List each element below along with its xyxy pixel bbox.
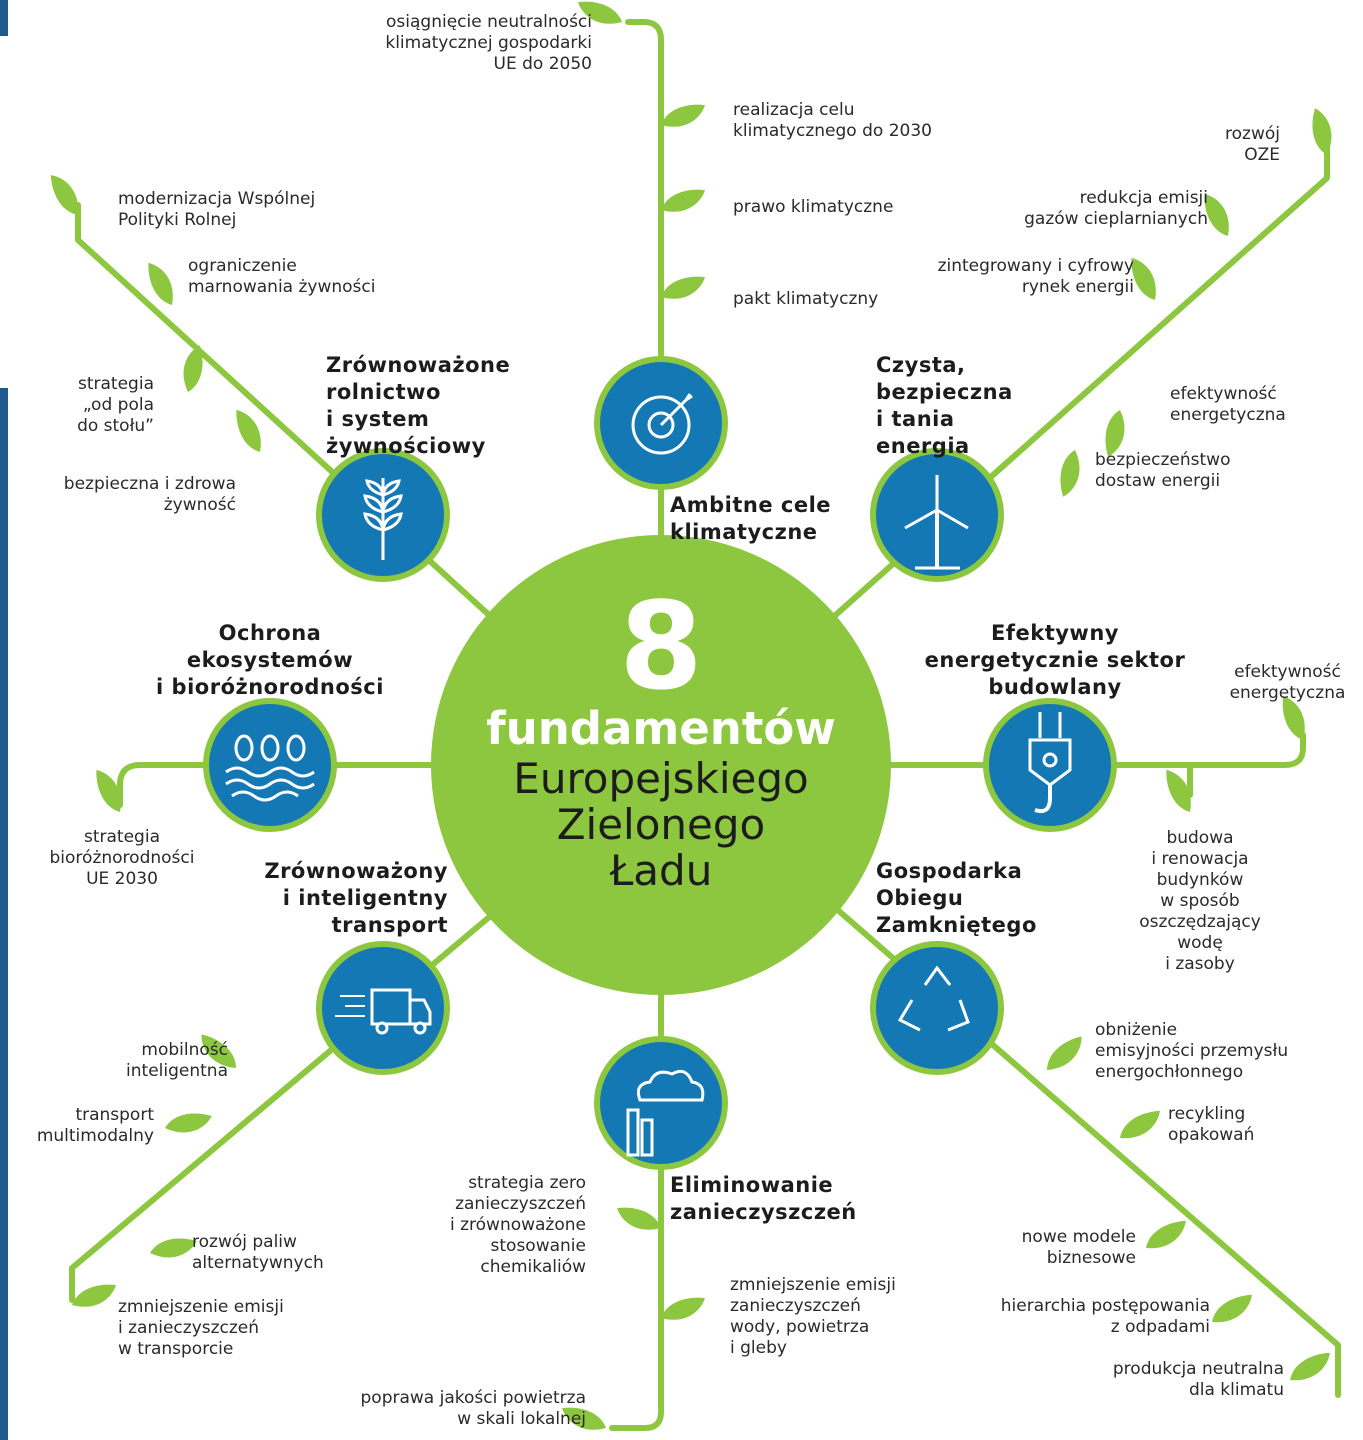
leaf-label: zintegrowany i cyfrowy rynek energii — [937, 256, 1134, 297]
leaf-label: modernizacja Wspólnej Polityki Rolnej — [118, 189, 316, 230]
center-title: 8 fundamentów Europejskiego Zielonego Ła… — [432, 578, 890, 895]
pillar-title-pollution: Eliminowanie zanieczyszczeń — [670, 1173, 857, 1224]
leaf-label: rozwój OZE — [1225, 124, 1280, 165]
trees-water-icon — [203, 698, 337, 832]
recycle-icon — [870, 941, 1004, 1075]
leaf-label: efektywność energetyczna — [1229, 662, 1346, 703]
edge-bar-top — [0, 0, 8, 36]
leaf-label: strategia zero zanieczyszczeń i zrównowa… — [449, 1173, 586, 1277]
leaf-label: strategia bioróżnorodności UE 2030 — [49, 827, 195, 889]
target-icon — [594, 356, 728, 490]
leaf-label: budowa i renowacja budynków w sposób osz… — [1139, 828, 1261, 974]
leaf-label: mobilność inteligentna — [126, 1040, 228, 1081]
center-number: 8 — [619, 578, 703, 717]
leaf-label: realizacja celu klimatycznego do 2030 — [733, 100, 932, 141]
leaf-label: zmniejszenie emisji zanieczyszczeń wody,… — [730, 1275, 896, 1358]
leaf-label: osiągnięcie neutralności klimatycznej go… — [385, 12, 592, 74]
pillar-title-building: Efektywny energetycznie sektor budowlany — [924, 621, 1186, 699]
branch-lines — [69, 19, 1341, 1431]
leaf-label: pakt klimatyczny — [733, 289, 879, 309]
leaf-label: poprawa jakości powietrza w skali lokaln… — [360, 1388, 587, 1429]
pillar-title-circular: Gospodarka Obiegu Zamkniętego — [876, 859, 1037, 937]
pillar-title-biodiversity: Ochrona ekosystemów i bioróżnorodności — [156, 621, 384, 699]
center-subtitle: fundamentów — [486, 702, 836, 755]
leaf-label: zmniejszenie emisji i zanieczyszczeń w t… — [118, 1297, 284, 1359]
truck-icon — [316, 941, 450, 1075]
branch-top — [625, 19, 664, 603]
branch-left — [117, 762, 439, 808]
leaf-label: efektywność energetyczna — [1170, 384, 1286, 425]
branch-bottom — [609, 927, 664, 1431]
leaf-label: bezpieczeństwo dostaw energii — [1095, 450, 1231, 491]
center-circle — [431, 535, 891, 995]
leaf-label: nowe modele biznesowe — [1021, 1227, 1136, 1268]
icon-circles — [203, 356, 1117, 1170]
leaf-label: produkcja neutralna dla klimatu — [1112, 1359, 1284, 1400]
edge-bar — [0, 388, 8, 1440]
branch-right — [885, 732, 1306, 768]
pillar-title-energy: Czysta, bezpieczna i tania energia — [876, 353, 1013, 458]
pillar-title-transport: Zrównoważony i inteligentny transport — [264, 859, 448, 937]
crane-hook-icon — [983, 698, 1117, 832]
branch-upper-right — [827, 145, 1330, 623]
leaf-label: recykling opakowań — [1168, 1104, 1255, 1145]
center-caption: Europejskiego Zielonego Ładu — [513, 754, 809, 895]
leaf-label: rozwój paliw alternatywnych — [192, 1232, 324, 1273]
pillar-title-climate: Ambitne cele klimatyczne — [670, 493, 832, 544]
leaf-label: obniżenie emisyjności przemysłu energoch… — [1095, 1020, 1289, 1082]
leaf-label: bezpieczna i zdrowa żywność — [63, 474, 236, 515]
leaf-label: prawo klimatyczne — [733, 197, 894, 217]
wind-turbine-icon — [870, 448, 1004, 582]
leaf-label: ograniczenie marnowania żywności — [188, 256, 376, 297]
leaf-label: strategia „od pola do stołu” — [77, 374, 154, 436]
leaf-label: transport multimodalny — [36, 1105, 154, 1146]
wheat-icon — [316, 448, 450, 582]
pillar-title-agriculture: Zrównoważone rolnictwo i system żywności… — [326, 353, 511, 458]
branch-lower-right — [829, 902, 1341, 1398]
leaf-label: hierarchia postępowania z odpadami — [1000, 1296, 1210, 1337]
leaf-label: redukcja emisji gazów cieplarnianych — [1024, 188, 1208, 229]
factory-cloud-icon — [594, 1036, 728, 1170]
